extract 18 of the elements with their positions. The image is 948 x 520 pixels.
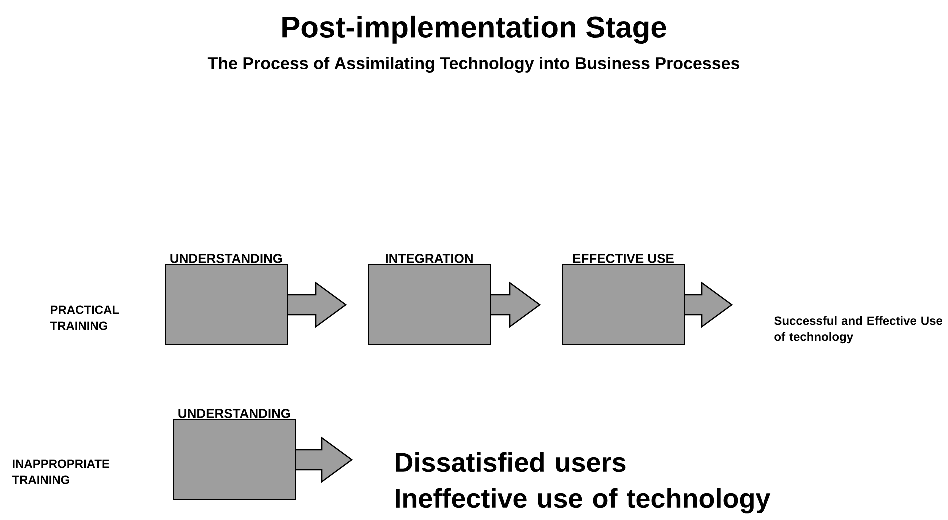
process-box: INTEGRATION [368,254,491,346]
block-arrow [490,282,542,328]
block-arrow [684,282,734,328]
process-box: UNDERSTANDING [165,254,288,346]
title: Post-implementation Stage [282,16,666,44]
subtitle: The Process of Assimilating Technology into Business Processes [208,57,740,73]
block-arrow [287,282,348,328]
label-text: Successful and Effective Use of technology [774,316,942,344]
node-label: INTEGRATION [386,254,473,264]
outcome-text: Dissatisfied users Ineffective use of technology [396,452,771,514]
label-text: INAPPROPRIATE TRAINING [12,460,110,484]
node-label: EFFECTIVE USE [573,254,674,264]
process-box: UNDERSTANDING [173,409,296,500]
process-box: EFFECTIVE USE [562,254,685,346]
node-label: UNDERSTANDING [178,409,290,418]
label-text: PRACTICAL TRAINING [50,306,120,330]
node-label: UNDERSTANDING [170,254,282,264]
block-arrow [295,436,354,484]
